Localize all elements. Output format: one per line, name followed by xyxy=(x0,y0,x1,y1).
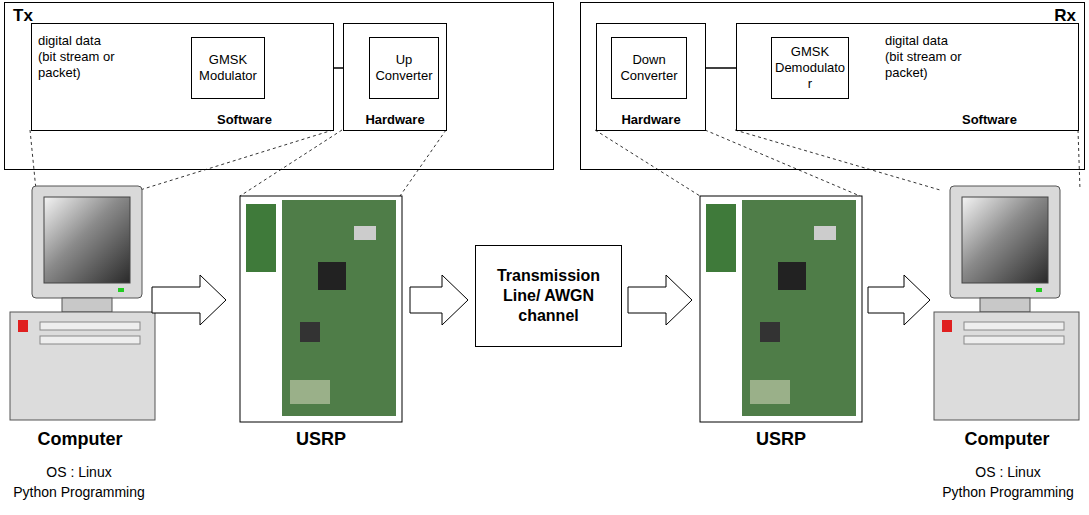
process-box: GMSK Demodulato r xyxy=(771,37,849,99)
device-label: USRP xyxy=(241,428,401,450)
process-box: Transmission Line/ AWGN channel xyxy=(475,245,622,347)
layer-label: Software xyxy=(962,112,1017,127)
data-label: digital data (bit stream or packet) xyxy=(885,33,965,81)
computer-icon xyxy=(10,186,155,420)
device-label: Computer xyxy=(2,428,158,450)
box-text: Up Converter xyxy=(373,52,435,84)
group-title: Tx xyxy=(13,6,33,26)
device-label: Computer xyxy=(930,428,1084,450)
computer-icon xyxy=(934,186,1079,420)
device-label: USRP xyxy=(701,428,861,450)
layer-label: Hardware xyxy=(597,112,705,127)
box-text: Transmission Line/ AWGN channel xyxy=(480,266,618,326)
process-box: GMSK Modulator xyxy=(191,37,265,99)
layer-box: Hardware Up Converter xyxy=(343,23,447,131)
layer-label: Software xyxy=(217,112,272,127)
box-text: Down Converter xyxy=(615,52,683,84)
usrp-board xyxy=(240,196,402,422)
group-box: RxHardwareDown ConverterSoftwareGMSK Dem… xyxy=(580,2,1085,170)
layer-box: Hardware Down Converter xyxy=(596,23,706,131)
process-box: Up Converter xyxy=(369,37,439,99)
layer-label: Hardware xyxy=(344,112,446,127)
os-note: OS : Linux xyxy=(4,464,154,481)
process-box: Down Converter xyxy=(611,37,687,99)
box-text: GMSK Demodulato r xyxy=(775,44,845,92)
os-note: OS : Linux xyxy=(932,464,1084,481)
group-box: TxSoftware GMSK ModulatorHardware Up Conve… xyxy=(4,2,554,170)
dashed-leader xyxy=(30,130,1080,196)
usrp-board xyxy=(700,196,862,422)
box-text: GMSK Modulator xyxy=(195,52,261,84)
os-note: Python Programming xyxy=(4,484,154,501)
os-note: Python Programming xyxy=(932,484,1084,501)
data-label: digital data (bit stream or packet) xyxy=(38,33,118,81)
